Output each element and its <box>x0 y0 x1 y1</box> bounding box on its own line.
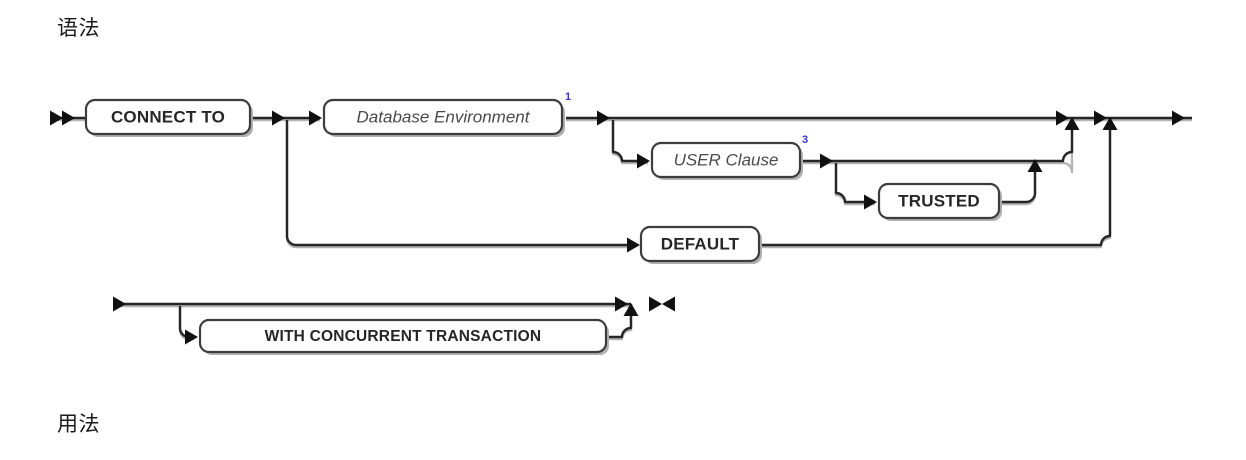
node-with-concurrent-transaction[interactable]: WITH CONCURRENT TRANSACTION <box>198 318 609 355</box>
row2-arrowheads <box>113 296 675 345</box>
end-marker-bowtie <box>649 296 675 312</box>
start-marker-double-arrow <box>50 110 75 126</box>
row1-rails <box>57 116 1192 247</box>
node-trusted[interactable]: TRUSTED <box>877 182 1002 221</box>
node-user-clause-superscript: 3 <box>802 134 808 146</box>
node-connect-to-label: CONNECT TO <box>111 107 225 126</box>
node-default[interactable]: DEFAULT <box>639 225 762 264</box>
node-with-concurrent-transaction-label: WITH CONCURRENT TRANSACTION <box>265 328 542 345</box>
node-database-environment-label: Database Environment <box>357 107 531 126</box>
node-default-label: DEFAULT <box>661 234 740 253</box>
node-database-environment-superscript: 1 <box>565 91 571 103</box>
node-trusted-label: TRUSTED <box>898 191 980 210</box>
node-database-environment[interactable]: Database Environment 1 <box>322 91 571 137</box>
node-connect-to[interactable]: CONNECT TO <box>84 98 253 137</box>
section-heading-usage: 用法 <box>57 412 100 436</box>
section-heading-syntax: 语法 <box>57 16 100 40</box>
row1-rail-shadows <box>57 118 1192 249</box>
node-user-clause-label: USER Clause <box>674 150 779 169</box>
node-user-clause[interactable]: USER Clause 3 <box>650 134 808 180</box>
